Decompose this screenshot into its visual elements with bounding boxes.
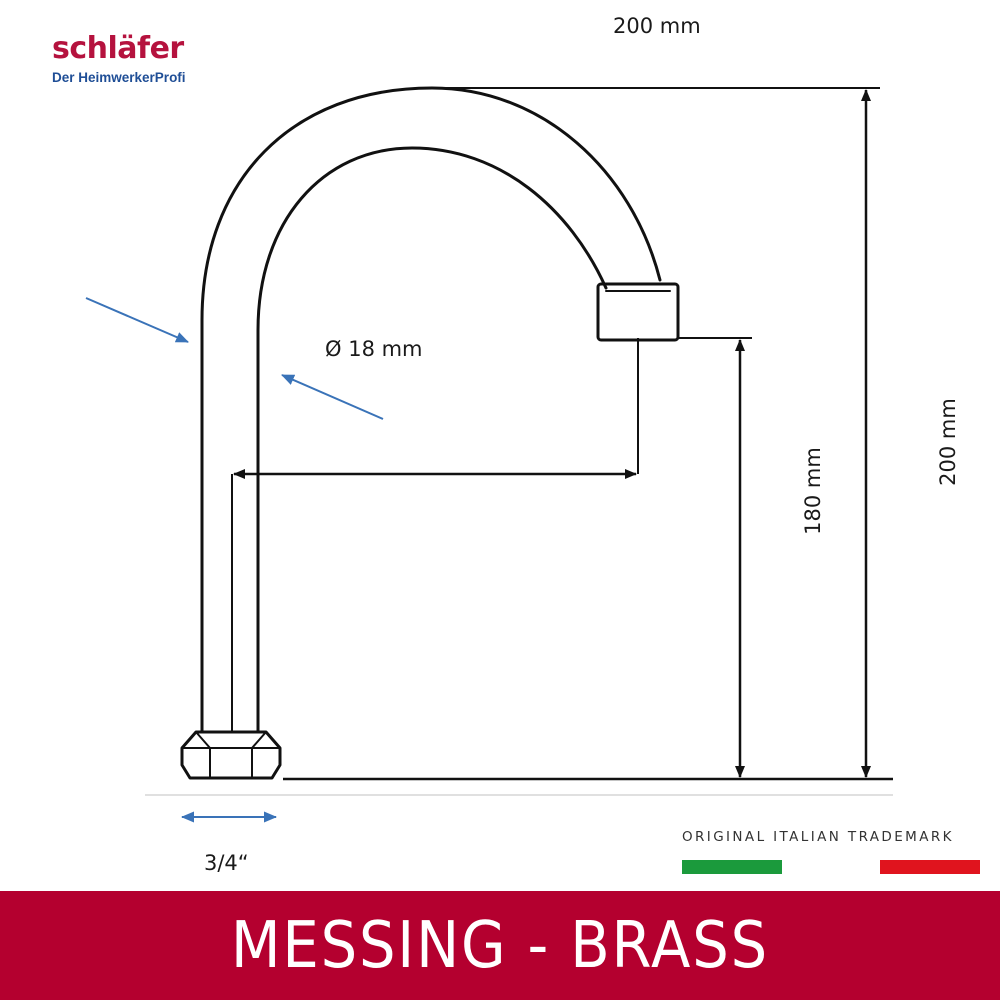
spout-outer-contour xyxy=(200,86,662,734)
italian-flag-red-bar xyxy=(880,860,980,874)
faucet-spout-icon xyxy=(200,86,680,734)
italian-flag-green-bar xyxy=(682,860,782,874)
brand-logo: schläfer Der HeimwerkerProfi xyxy=(52,31,186,86)
diameter-indicator-arrow-left xyxy=(85,297,189,343)
diameter-indicator-arrow-right xyxy=(281,374,384,420)
top-width-label: 200 mm xyxy=(613,14,701,38)
spout-inner-contour xyxy=(256,146,608,734)
material-banner: MESSING - BRASS xyxy=(0,891,1000,1000)
spout-aerator xyxy=(596,282,680,342)
diameter-label: Ø 18 mm xyxy=(325,337,423,361)
total-height-label: 200 mm xyxy=(936,398,960,486)
connection-size-label: 3/4“ xyxy=(204,851,249,875)
brand-tagline: Der HeimwerkerProfi xyxy=(52,70,186,85)
brand-name: schläfer xyxy=(52,31,184,66)
hex-nut-icon xyxy=(180,730,282,780)
trademark-text: ORIGINAL ITALIAN TRADEMARK xyxy=(682,829,954,845)
outlet-height-label: 180 mm xyxy=(801,447,825,535)
material-banner-text: MESSING - BRASS xyxy=(230,908,770,983)
